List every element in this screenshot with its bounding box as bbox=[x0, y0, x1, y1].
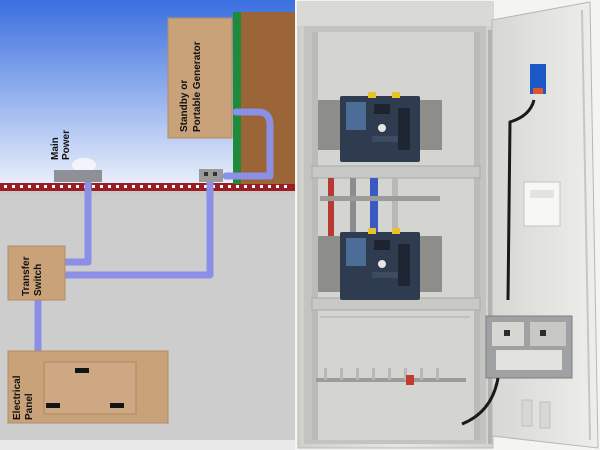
transfer-switch-label: Transfer Switch bbox=[21, 254, 44, 296]
door-indicator-light bbox=[530, 64, 546, 94]
generator-inlet bbox=[199, 169, 223, 182]
door-controller bbox=[485, 315, 573, 379]
bus-bars bbox=[320, 178, 440, 236]
wall-trim bbox=[233, 12, 241, 184]
upper-circuit-breaker bbox=[318, 92, 442, 162]
transfer-switch-cabinet bbox=[295, 0, 600, 450]
door-label-plate bbox=[523, 181, 561, 227]
cable-rack bbox=[316, 316, 470, 385]
cabinet-shelf bbox=[311, 165, 481, 179]
foundation-strip bbox=[0, 183, 295, 191]
lower-circuit-breaker bbox=[318, 228, 442, 300]
electrical-panel-label: Electrical Panel bbox=[12, 373, 35, 420]
transfer-switch-box bbox=[7, 245, 66, 301]
main-power-label: Main Power bbox=[50, 130, 72, 160]
main-power-meter bbox=[54, 158, 102, 182]
generator-box bbox=[167, 17, 233, 139]
power-cables bbox=[34, 108, 274, 356]
electrical-panel-box bbox=[7, 350, 169, 424]
house-diagram: Main Power Standby or Portable Generator… bbox=[0, 0, 295, 450]
generator-label: Standby or Portable Generator bbox=[179, 41, 203, 132]
